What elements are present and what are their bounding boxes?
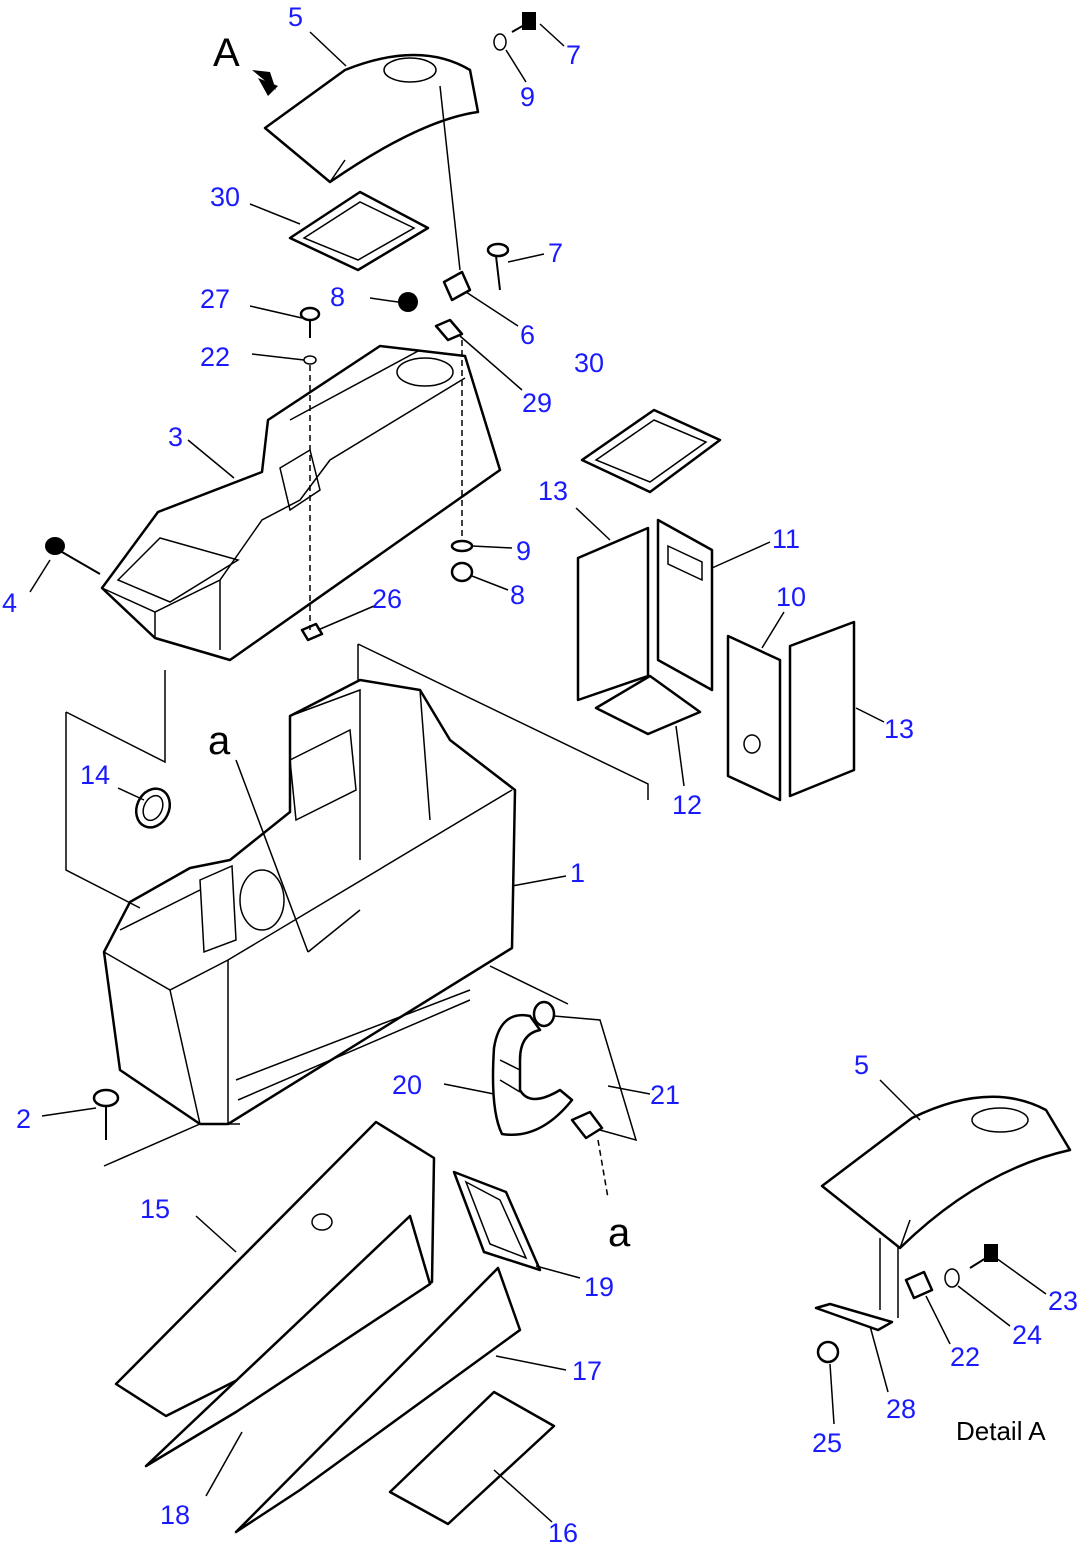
part-nut-25 <box>816 1340 840 1364</box>
guide-line-12 <box>357 643 649 800</box>
leader-lines <box>29 23 1047 1523</box>
callout-1: 1 <box>570 858 585 888</box>
part-console-body-1 <box>102 678 517 1126</box>
part-screw-27 <box>299 306 321 338</box>
part-washer-22-top <box>303 355 317 365</box>
part-panel-13-right <box>788 620 856 798</box>
detail-armrest-cover <box>820 1095 1072 1318</box>
callout-7-mid: 7 <box>548 238 563 268</box>
connection-mark-a-bottom: a <box>608 1211 631 1255</box>
callout-16: 16 <box>548 1518 578 1548</box>
part-panel-12 <box>594 674 702 736</box>
callout-24: 24 <box>1012 1320 1042 1350</box>
callout-30-top: 30 <box>210 182 240 212</box>
callout-18: 18 <box>160 1500 190 1530</box>
connection-mark-a-top: a <box>208 719 231 763</box>
part-panel-10 <box>726 634 782 802</box>
detail-a-title: Detail A <box>956 1416 1046 1446</box>
callout-15: 15 <box>140 1194 170 1224</box>
callout-6: 6 <box>520 320 535 350</box>
callout-13-top: 13 <box>538 476 568 506</box>
guide-line-14 <box>65 712 141 909</box>
callout-8-mid: 8 <box>510 580 525 610</box>
callout-23: 23 <box>1048 1286 1078 1316</box>
callout-8-top: 8 <box>330 282 345 312</box>
callout-2: 2 <box>16 1104 31 1134</box>
callout-12: 12 <box>672 790 702 820</box>
part-clip-26 <box>300 622 324 642</box>
view-label-a: A <box>213 31 240 75</box>
callout-13-right: 13 <box>884 714 914 744</box>
callout-9-top: 9 <box>520 82 535 112</box>
part-nut-8-top <box>398 292 418 312</box>
callout-29: 29 <box>522 388 552 418</box>
part-washer-24 <box>944 1268 960 1288</box>
callout-22-top: 22 <box>200 342 230 372</box>
callout-26: 26 <box>372 584 402 614</box>
callout-27: 27 <box>200 284 230 314</box>
callout-5-top: 5 <box>288 2 303 32</box>
guide-line-5 <box>439 85 461 271</box>
part-panel-13-left <box>576 526 650 702</box>
callout-22-detail: 22 <box>950 1342 980 1372</box>
part-armrest-cover-top <box>263 53 480 184</box>
part-bolt-4 <box>45 537 101 575</box>
part-grommet-14 <box>134 787 172 829</box>
part-hose-clamps-21 <box>532 1000 638 1142</box>
part-panel-15 <box>114 1120 436 1418</box>
callout-17: 17 <box>572 1356 602 1386</box>
callout-10: 10 <box>776 582 806 612</box>
callout-7-top: 7 <box>566 40 581 70</box>
callout-11: 11 <box>772 524 800 554</box>
part-gasket-30-top <box>288 190 430 272</box>
part-panel-18 <box>144 1214 432 1468</box>
callout-9-mid: 9 <box>516 536 531 566</box>
callout-4: 4 <box>2 588 17 618</box>
part-plate-29 <box>434 318 464 342</box>
part-gasket-19 <box>452 1170 542 1272</box>
callout-19: 19 <box>584 1272 614 1302</box>
callout-3: 3 <box>168 422 183 452</box>
guide-line-21-top <box>489 965 569 1005</box>
callout-14: 14 <box>80 760 110 790</box>
guide-line-a-lower <box>597 1139 609 1199</box>
callout-5-detail: 5 <box>854 1050 869 1080</box>
part-panel-17 <box>234 1266 522 1534</box>
callout-28: 28 <box>886 1394 916 1424</box>
part-duct-20 <box>491 1013 574 1136</box>
part-bolt-23 <box>969 1244 998 1269</box>
part-bolt-2 <box>92 1088 120 1140</box>
part-bolt-7-mid <box>486 242 510 291</box>
part-washer-9-top <box>493 33 507 51</box>
guide-line-3-left <box>65 670 166 764</box>
part-bolt-7-top <box>511 12 536 33</box>
callout-30-right: 30 <box>574 348 604 378</box>
part-panel-11 <box>656 518 714 692</box>
part-nuts-9-8-mid <box>450 539 474 583</box>
part-gasket-30-right <box>580 408 722 494</box>
guide-line-2 <box>103 1123 240 1167</box>
part-collar-22-detail <box>904 1270 934 1300</box>
part-console-cover-3 <box>100 344 502 662</box>
callout-21: 21 <box>650 1080 680 1110</box>
view-arrow-icon <box>252 70 278 96</box>
callout-25: 25 <box>812 1428 842 1458</box>
part-bracket-6 <box>442 270 472 302</box>
callout-20: 20 <box>392 1070 422 1100</box>
guide-line-a-bottom <box>307 909 361 953</box>
part-panel-16 <box>388 1390 556 1526</box>
guide-line-a-top <box>235 759 309 953</box>
part-plate-28 <box>814 1302 894 1332</box>
